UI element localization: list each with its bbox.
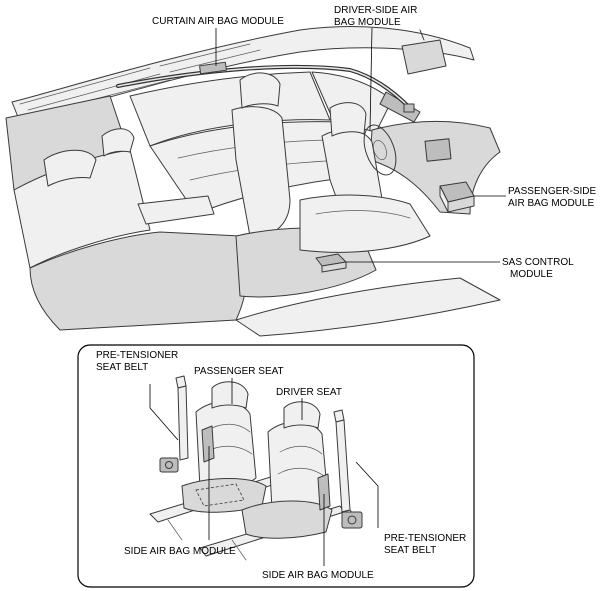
pretensioner-seat-belt-label-left-line1: PRE-TENSIONER <box>96 350 178 361</box>
passenger-seat-label: PASSENGER SEAT <box>194 366 284 377</box>
curtain-air-bag-inflator <box>199 61 227 75</box>
rear-seat-headrest-2 <box>101 128 135 157</box>
pretensioner-seat-belt-label-left-line2: SEAT BELT <box>96 362 148 373</box>
seat-detail-illustration <box>149 375 363 561</box>
front-seat-headrest-rear <box>239 72 281 109</box>
vehicle-cabin-illustration <box>5 26 501 337</box>
driver-side-air-bag-module-label-line2: BAG MODULE <box>334 17 401 28</box>
side-air-bag-module-label-left: SIDE AIR BAG MODULE <box>124 546 236 557</box>
rear-seat-headrest-1 <box>43 149 97 187</box>
bottom-leader-lines <box>149 378 379 566</box>
passenger-side-air-bag-module-label-line1: PASSENGER-SIDE <box>508 186 596 197</box>
curtain-air-bag-module-label: CURTAIN AIR BAG MODULE <box>152 16 284 27</box>
sas-control-module-label-line2: MODULE <box>510 269 553 280</box>
side-air-bag-module-label-right: SIDE AIR BAG MODULE <box>262 570 374 581</box>
pretensioner-seat-belt-label-right-line1: PRE-TENSIONER <box>384 533 466 544</box>
front-seat-back-rear <box>231 106 291 238</box>
passenger-side-air-bag-module-label-line2: AIR BAG MODULE <box>508 198 594 209</box>
seat-detail-inset-frame <box>77 344 475 588</box>
front-seat-headrest-driver <box>329 102 367 137</box>
driver-side-air-bag-module-label-line1: DRIVER-SIDE AIR <box>334 5 417 16</box>
passenger-side-air-bag <box>201 425 215 463</box>
right-pretensioner-seat-belt <box>333 409 363 529</box>
center-console <box>299 194 431 253</box>
center-display <box>424 138 452 162</box>
left-pretensioner-seat-belt <box>159 375 189 473</box>
pretensioner-seat-belt-label-right-line2: SEAT BELT <box>384 545 436 556</box>
passenger-seat-headrest <box>211 381 249 409</box>
rear-armrest <box>137 195 215 225</box>
sas-control-module <box>315 253 347 273</box>
side-window <box>129 71 331 147</box>
passenger-seat-weight-sensor <box>195 483 245 507</box>
cabin-floor <box>235 277 501 337</box>
steering-wheel <box>363 124 397 176</box>
rear-view-mirror <box>401 39 447 75</box>
top-leader-lines <box>215 27 506 263</box>
driver-side-air-bag <box>317 473 331 511</box>
sas-control-module-label-line1: SAS CONTROL <box>502 257 574 268</box>
driver-seat-cushion <box>241 500 333 539</box>
driver-seat-label: DRIVER SEAT <box>276 387 342 398</box>
